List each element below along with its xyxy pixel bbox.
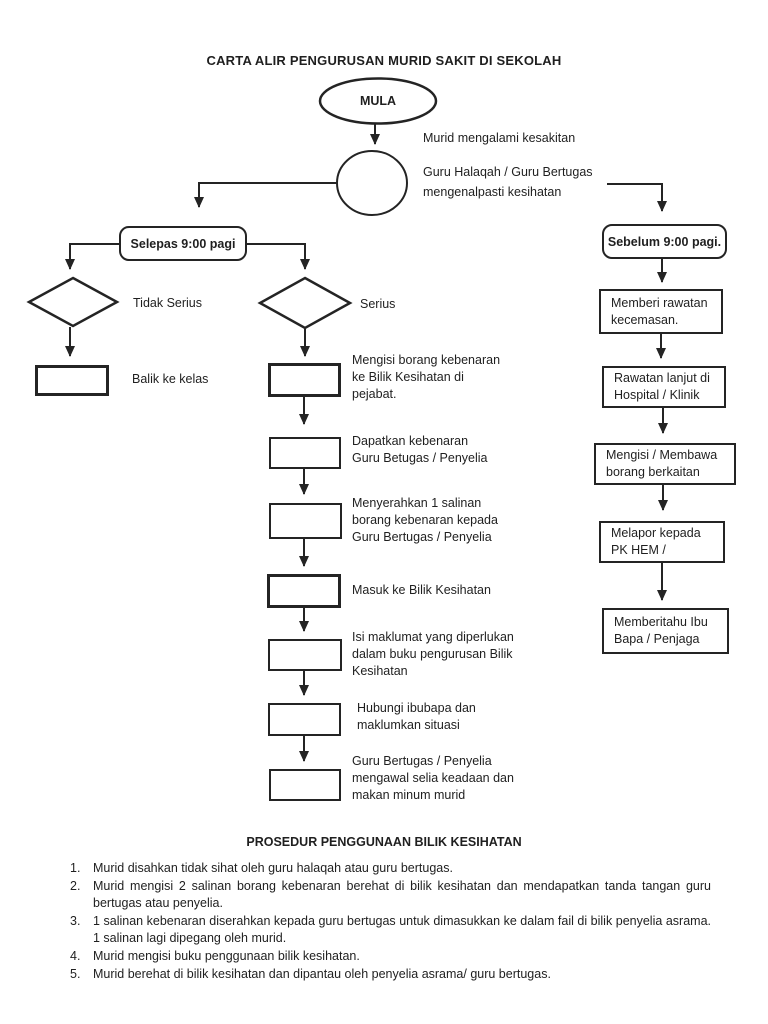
procedure-item-text: Murid berehat di bilik kesihatan dan dip… <box>93 966 551 981</box>
procedure-item-text: Murid mengisi buku penggunaan bilik kesi… <box>93 948 360 963</box>
procedure-list: 1. Murid disahkan tidak sihat oleh guru … <box>70 860 711 983</box>
step-box-related-forms: Mengisi / Membawa borang berkaitan <box>594 443 736 485</box>
serious-decision-diamond <box>257 276 353 330</box>
procedure-item: 2. Murid mengisi 2 salinan borang kebena… <box>70 878 711 913</box>
procedure-item: 5. Murid berehat di bilik kesihatan dan … <box>70 966 711 984</box>
step-label-get-permission: Dapatkan kebenaran Guru Betugas / Penyel… <box>352 434 488 465</box>
not-serious-decision-diamond <box>26 276 120 328</box>
step-label-fill-form: Mengisi borang kebenaran ke Bilik Kesiha… <box>352 353 501 401</box>
step-box-emergency-treatment: Memberi rawatan kecemasan. <box>599 289 723 334</box>
procedure-item-number: 1. <box>70 861 81 875</box>
procedure-item-text: 1 salinan kebenaran diserahkan kepada gu… <box>93 913 711 946</box>
note-teacher-identify: Guru Halaqah / Guru Bertugas mengenalpas… <box>423 165 593 199</box>
step-box-report-pk-hem: Melapor kepada PK HEM / <box>599 521 725 563</box>
procedure-item-number: 3. <box>70 913 81 928</box>
not-serious-label: Tidak Serius <box>133 296 203 310</box>
step-box-supervise <box>269 769 341 801</box>
condition-before-9am: Sebelum 9:00 pagi. <box>602 224 727 259</box>
step-box-fill-logbook <box>268 639 342 671</box>
procedure-heading: PROSEDUR PENGGUNAAN BILIK KESIHATAN <box>246 835 522 849</box>
step-box-call-parents <box>268 703 341 736</box>
step-box-submit-copy <box>269 503 342 539</box>
step-label-fill-logbook: Isi maklumat yang diperlukan dalam buku … <box>352 630 514 678</box>
start-terminator-shape <box>318 77 438 125</box>
procedure-item: 1. Murid disahkan tidak sihat oleh guru … <box>70 860 711 878</box>
step-box-inform-parents: Memberitahu Ibu Bapa / Penjaga <box>602 608 729 654</box>
step-box-enter-sickbay <box>267 574 341 608</box>
note-student-sick: Murid mengalami kesakitan <box>423 131 576 145</box>
back-to-class-label: Balik ke kelas <box>132 372 209 386</box>
step-label-supervise: Guru Bertugas / Penyelia mengawal selia … <box>352 754 514 802</box>
procedure-item-text: Murid mengisi 2 salinan borang kebenaran… <box>93 878 711 911</box>
page-title: CARTA ALIR PENGURUSAN MURID SAKIT DI SEK… <box>206 53 562 68</box>
flow-arrows <box>65 124 668 762</box>
serious-label: Serius <box>360 297 396 311</box>
procedure-item-text: Murid disahkan tidak sihat oleh guru hal… <box>93 861 453 875</box>
step-box-hospital-treatment: Rawatan lanjut di Hospital / Klinik <box>602 366 726 408</box>
step-label-enter-sickbay: Masuk ke Bilik Kesihatan <box>352 583 491 597</box>
condition-after-9am: Selepas 9:00 pagi <box>119 226 247 261</box>
step-box-fill-form <box>268 363 341 397</box>
step-label-call-parents: Hubungi ibubapa dan maklumkan situasi <box>357 701 476 732</box>
procedure-item-number: 5. <box>70 966 81 981</box>
procedure-item: 4. Murid mengisi buku penggunaan bilik k… <box>70 948 711 966</box>
start-terminator-label: MULA <box>359 94 397 108</box>
procedure-item: 3. 1 salinan kebenaran diserahkan kepada… <box>70 913 711 948</box>
step-box-get-permission <box>269 437 341 469</box>
identify-process-circle <box>336 150 408 216</box>
step-label-submit-copy: Menyerahkan 1 salinan borang kebenaran k… <box>352 496 498 544</box>
procedure-item-number: 2. <box>70 878 81 893</box>
procedure-item-number: 4. <box>70 948 81 963</box>
back-to-class-box <box>35 365 109 396</box>
